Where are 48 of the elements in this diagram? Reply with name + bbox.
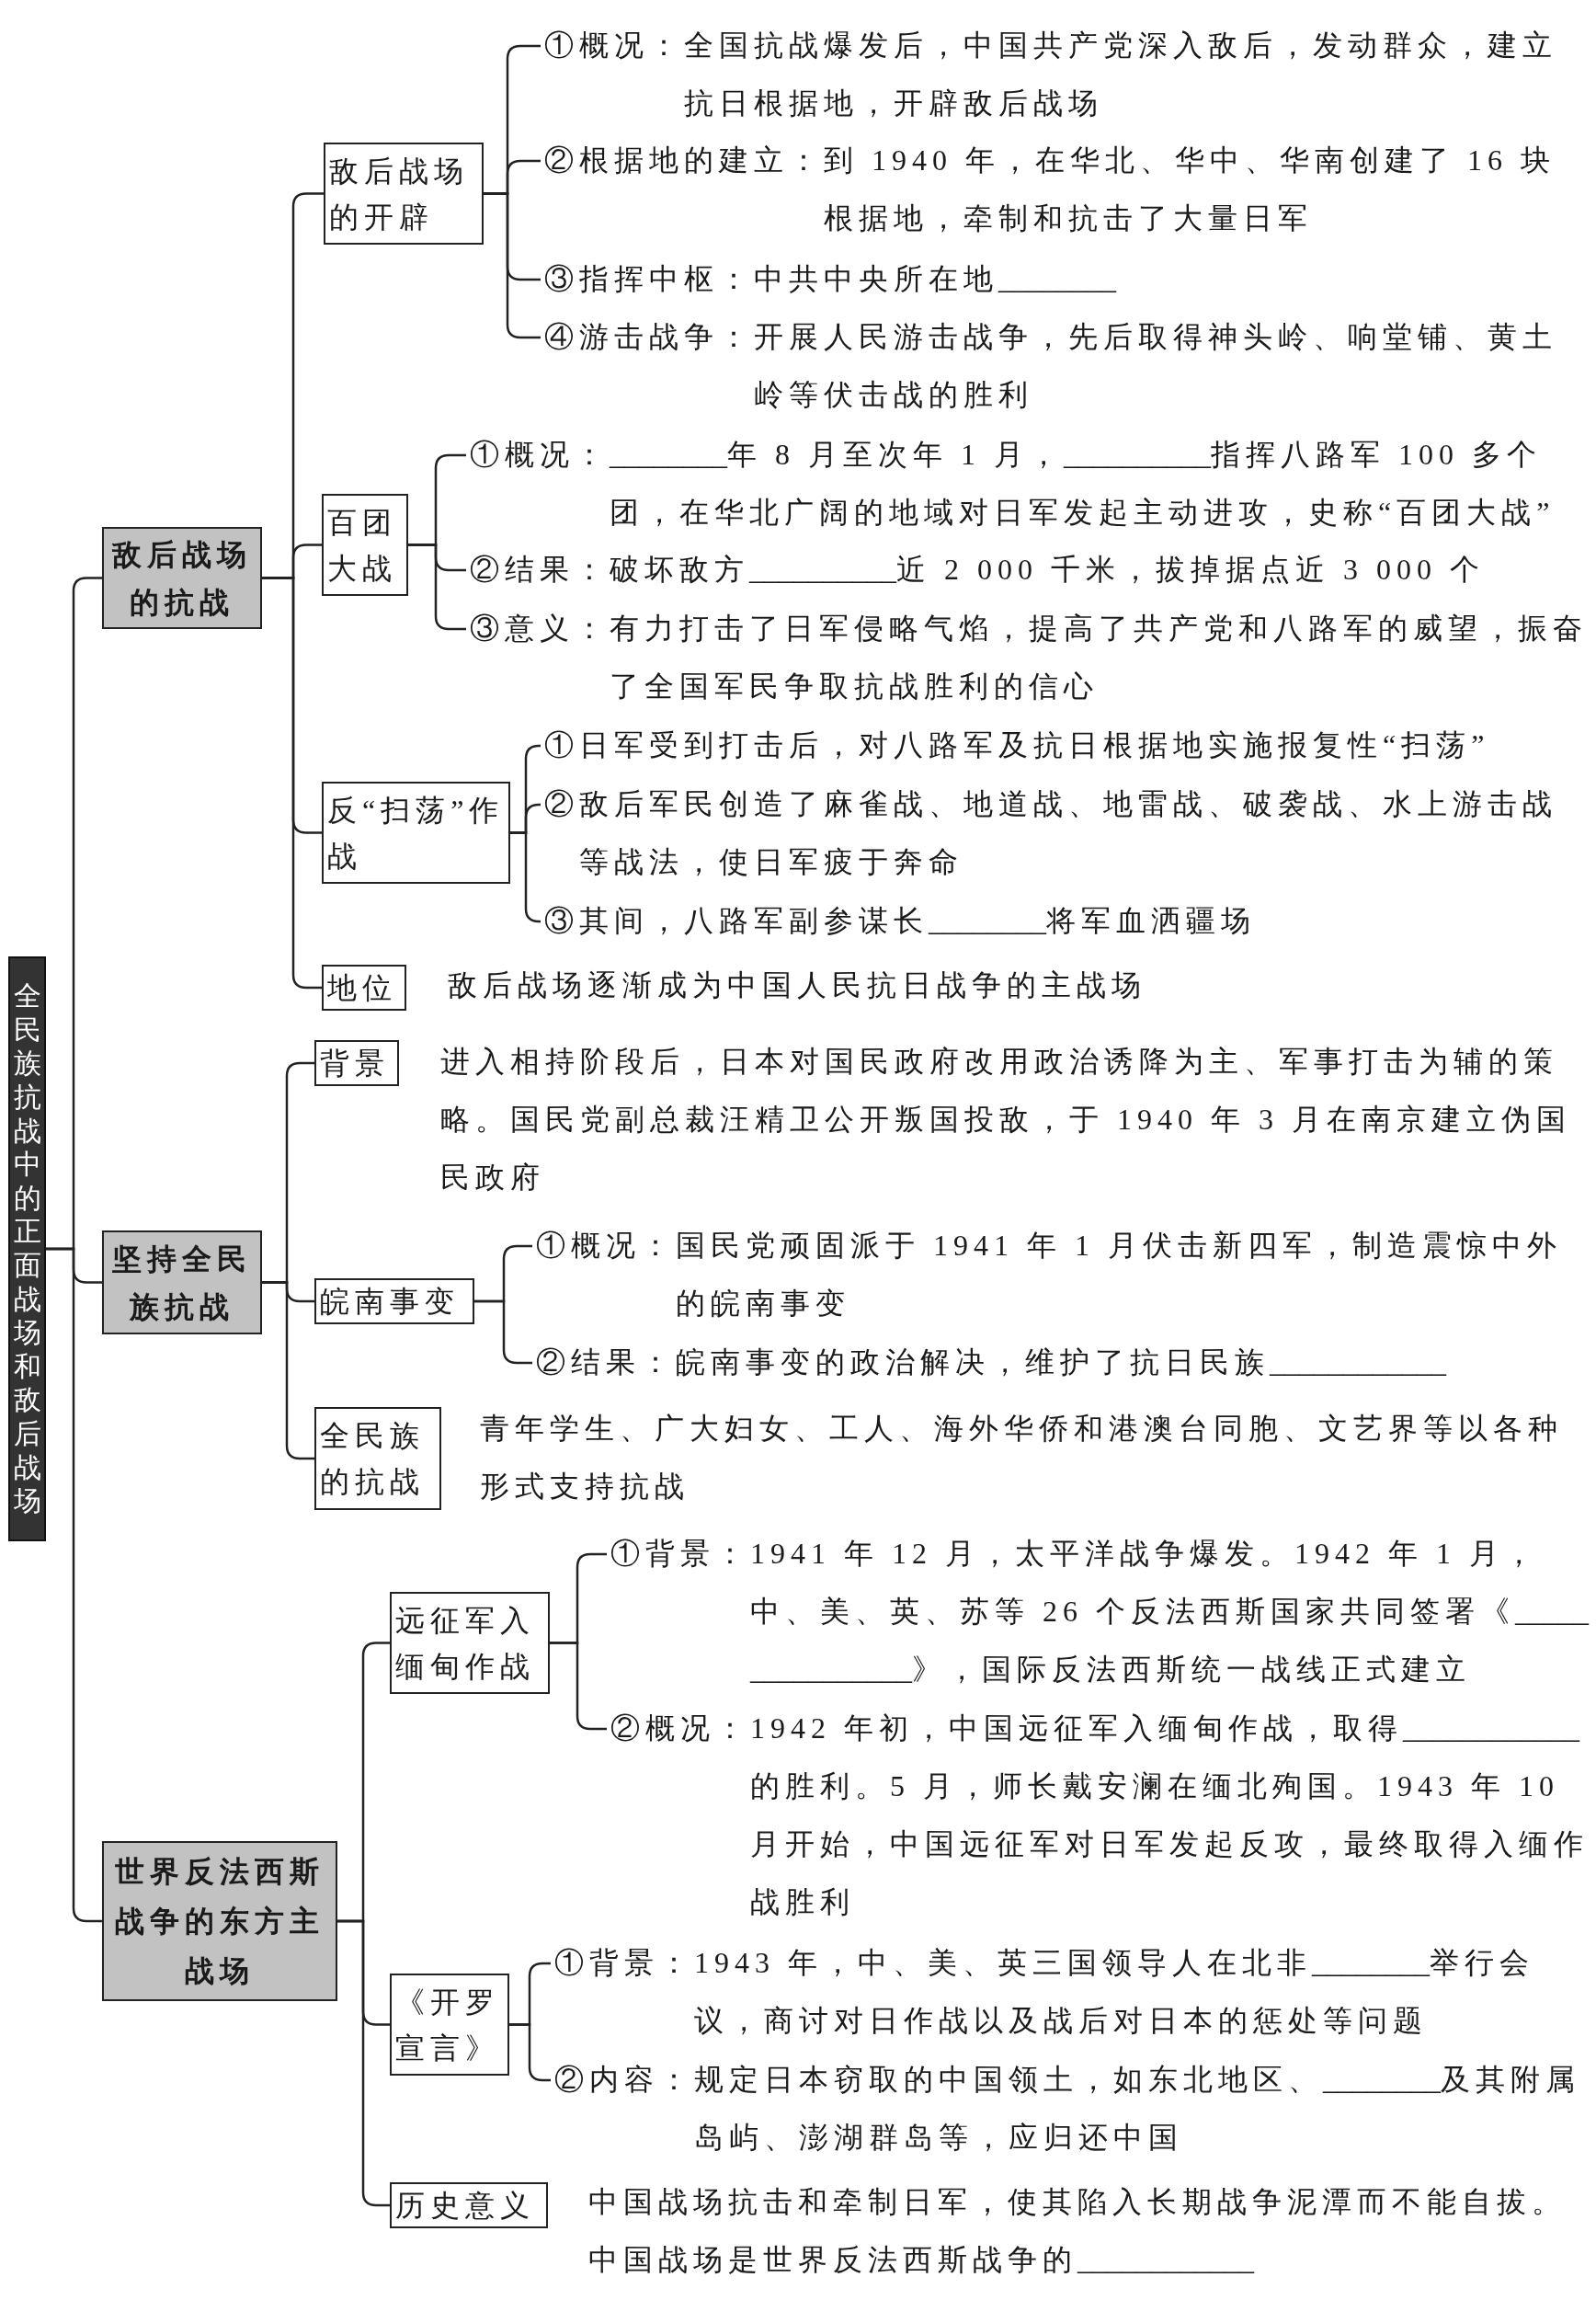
connector-line [408,544,466,631]
item-text: 有力打击了日军侵略气焰，提高了共产党和八路军的威望，振奋了全国军民争取抗战胜利的信心 [610,611,1589,704]
subtopic-box: 百团大战 [322,494,408,596]
subtopic-box: 《开罗宣言》 [390,1974,509,2076]
item-heading: ②概况： [610,1711,750,1746]
item-text: ①日军受到打击后，对八路军及抗日根据地实施报复性“扫荡” [544,716,1589,774]
subtopic-box: 远征军入缅甸作战 [390,1592,550,1694]
main-topic-box: 世界反法西斯战争的东方主战场 [102,1841,337,2001]
subtopic-box: 全民族的抗战 [314,1407,441,1510]
item-heading: ②根据地的建立： [544,143,824,178]
item-text: 国民党顽固派于 1941 年 1 月伏击新四军，制造震惊中外的皖南事变 [676,1228,1563,1322]
item-text: 规定日本窃取的中国领土，如东北地区、________及其附属岛屿、澎湖群岛等，应归还中国 [694,2062,1581,2156]
note-text: 中国战场抗击和牵制日军，使其陷入长期战争泥潭而不能自拔。中国战场是世界反法西斯战争的____________ [588,2184,1568,2278]
item-text: ________年 8 月至次年 1 月，__________指挥八路军 100 多个团，在华北广阔的地域对日军发起主动进攻，史称“百团大战” [610,437,1556,531]
main-topic-box: 坚持全民族抗战 [102,1230,262,1334]
subtopic-box: 敌后战场的开辟 [324,143,484,245]
note-text: 进入相持阶段后，日本对国民政府改用政治诱降为主、军事打击为辅的策略。国民党副总裁汪精卫公开叛国投敌，于 1940 年 3 月在南京建立伪国民政府 [440,1044,1572,1196]
subtopic-box: 背景 [314,1040,399,1086]
item-heading: ①概况： [470,437,610,473]
subtopic-box: 历史意义 [390,2182,548,2228]
note-text: 青年学生、广大妇女、工人、海外华侨和港澳台同胞、文艺界等以各种形式支持抗战 [480,1411,1564,1505]
subtopic-box: 反“扫荡”作战 [322,782,510,884]
item-heading: ③指挥中枢： [544,261,754,297]
item-text: 1942 年初，中国远征军入缅甸作战，取得____________的胜利。5 月，师长戴安澜在缅北殉国。1943 年 10 月开始，中国远征军对日军发起反攻，最终取得入缅作战胜利 [750,1711,1589,1920]
item-text: 全国抗战爆发后，中国共产党深入敌后，发动群众，建立抗日根据地，开辟敌后战场 [684,28,1558,121]
item-text: 中共中央所在地________ [754,261,1118,297]
item-heading: ④游击战争： [544,319,754,355]
item-text: 1941 年 12 月，太平洋战争爆发。1942 年 1 月，中、美、英、苏等 26 个反法西斯国家共同签署《________________》，国际反法西斯统一战线正式建立 [750,1536,1589,1688]
item-heading: ①概况： [536,1228,676,1264]
item-heading: ②结果： [470,552,610,588]
item-text: ②敌后军民创造了麻雀战、地道战、地雷战、破袭战、水上游击战等战法，使日军疲于奔命 [544,775,1589,891]
item-text: 到 1940 年，在华北、华中、华南创建了 16 块根据地，牵制和抗击了大量日军 [824,143,1556,236]
subtopic-box: 地位 [322,965,406,1011]
item-heading: ①概况： [544,28,684,63]
item-heading: ①背景： [610,1536,750,1572]
item-heading: ③意义： [470,611,610,647]
item-text: 1943 年，中、美、英三国领导人在北非________举行会议，商讨对日作战以及战后对日本的惩处等问题 [694,1945,1535,2039]
item-text: 开展人民游击战争，先后取得神头岭、响堂铺、黄土岭等伏击战的胜利 [754,319,1558,413]
subtopic-box: 皖南事变 [314,1278,474,1324]
item-text: 破坏敌方__________近 2 000 千米，拔掉据点近 3 000 个 [610,552,1486,588]
item-text: 皖南事变的政治解决，维护了抗日民族____________ [676,1345,1448,1380]
root-topic-box: 全民族抗战中的正面战场和敌后战场 [8,956,46,1541]
main-topic-box: 敌后战场的抗战 [102,527,262,629]
item-heading: ①背景： [554,1945,694,1981]
item-heading: ②内容： [554,2062,694,2098]
item-heading: ②结果： [536,1345,676,1380]
note-text: 敌后战场逐渐成为中国人民抗日战争的主战场 [448,967,1147,1003]
item-text: ③其间，八路军副参谋长________将军血洒疆场 [544,892,1589,950]
